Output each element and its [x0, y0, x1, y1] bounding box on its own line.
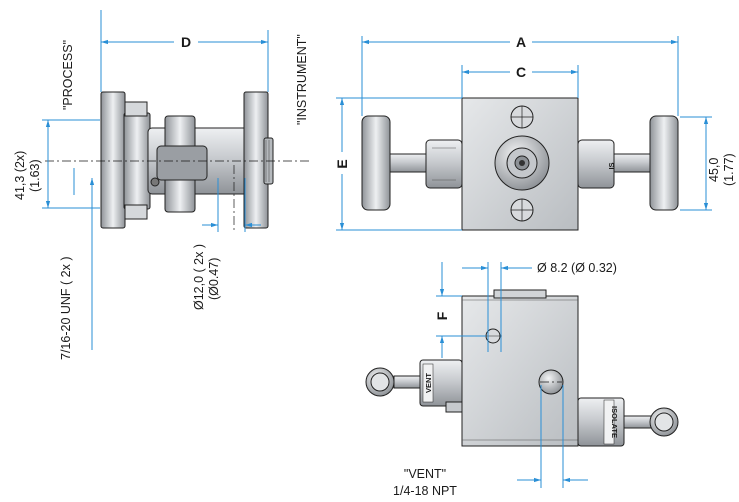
vent-port: [538, 369, 564, 395]
dimension-a: A: [361, 33, 679, 116]
bottom-view: VENT ISOLATE: [365, 289, 679, 447]
dimension-d: D: [100, 10, 269, 92]
dimension-45: 45,0 (1.77): [680, 116, 736, 211]
dim-f-label: F: [434, 311, 450, 320]
vent-label: "VENT": [404, 467, 446, 481]
side-view: [45, 91, 310, 230]
left-handle-bar: [361, 115, 391, 211]
dim-45-in: (1.77): [722, 153, 736, 186]
bore-mm: Ø12,0 ( 2x ): [192, 244, 206, 310]
dim-c-label: C: [516, 64, 526, 80]
vent-npt-label: 1/4-18 NPT: [393, 484, 457, 498]
isolate-handle-label: ISOLATE: [610, 406, 619, 438]
dim-d-label: D: [181, 34, 191, 50]
thread-label: 7/16-20 UNF ( 2x ): [59, 256, 73, 360]
process-label: "PROCESS": [61, 40, 75, 110]
manifold-block-bottom: [461, 295, 579, 447]
process-flange: [100, 91, 126, 229]
dim-45-mm: 45,0: [707, 158, 721, 182]
bore-in: (Ø0.47): [207, 258, 221, 300]
bore-callout: Ø12,0 ( 2x ) (Ø0.47): [192, 178, 261, 310]
vent-handle-label: VENT: [424, 373, 433, 393]
handle-tag: IS: [607, 162, 616, 169]
front-view: IS: [361, 97, 679, 231]
dimension-41: 41,3 (2x) (1.63): [13, 119, 100, 209]
dim-a-label: A: [516, 34, 526, 50]
dimension-f: F: [433, 262, 486, 358]
left-packing-nut: [425, 139, 463, 189]
dim-41-mm: 41,3 (2x): [13, 151, 27, 200]
vent-callout: "VENT" 1/4-18 NPT: [393, 385, 588, 498]
dim-e-label: E: [334, 159, 350, 168]
instrument-label: "INSTRUMENT": [295, 34, 309, 125]
hole-label: Ø 8.2 (Ø 0.32): [537, 261, 617, 275]
right-handle-bar: [649, 115, 679, 211]
dimension-c: C: [461, 63, 579, 98]
dim-41-in: (1.63): [28, 159, 42, 192]
thread-callout: 7/16-20 UNF ( 2x ): [59, 168, 95, 360]
dimension-e: E: [333, 97, 462, 231]
hole-callout: Ø 8.2 (Ø 0.32): [462, 261, 617, 352]
